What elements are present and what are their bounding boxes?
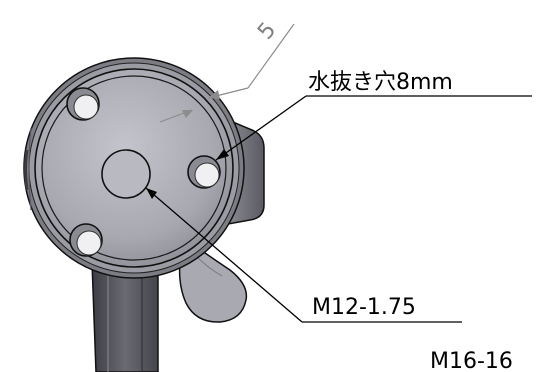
center-threaded-hole [101,149,151,199]
lower-stem [91,261,159,372]
leader-water-hole [215,95,532,161]
drain-hole-right [187,155,221,189]
bottom-thread-label: M16-16 [430,349,513,372]
leader-center-thread [145,187,462,323]
center-thread-label: M12-1.75 [312,295,416,320]
knurled-edge [24,127,32,211]
drain-hole-top [66,87,100,121]
drain-hole-bottom [69,223,103,257]
water-hole-label: 水抜き穴8mm [308,70,453,95]
dimension-value: 5 [253,18,281,45]
